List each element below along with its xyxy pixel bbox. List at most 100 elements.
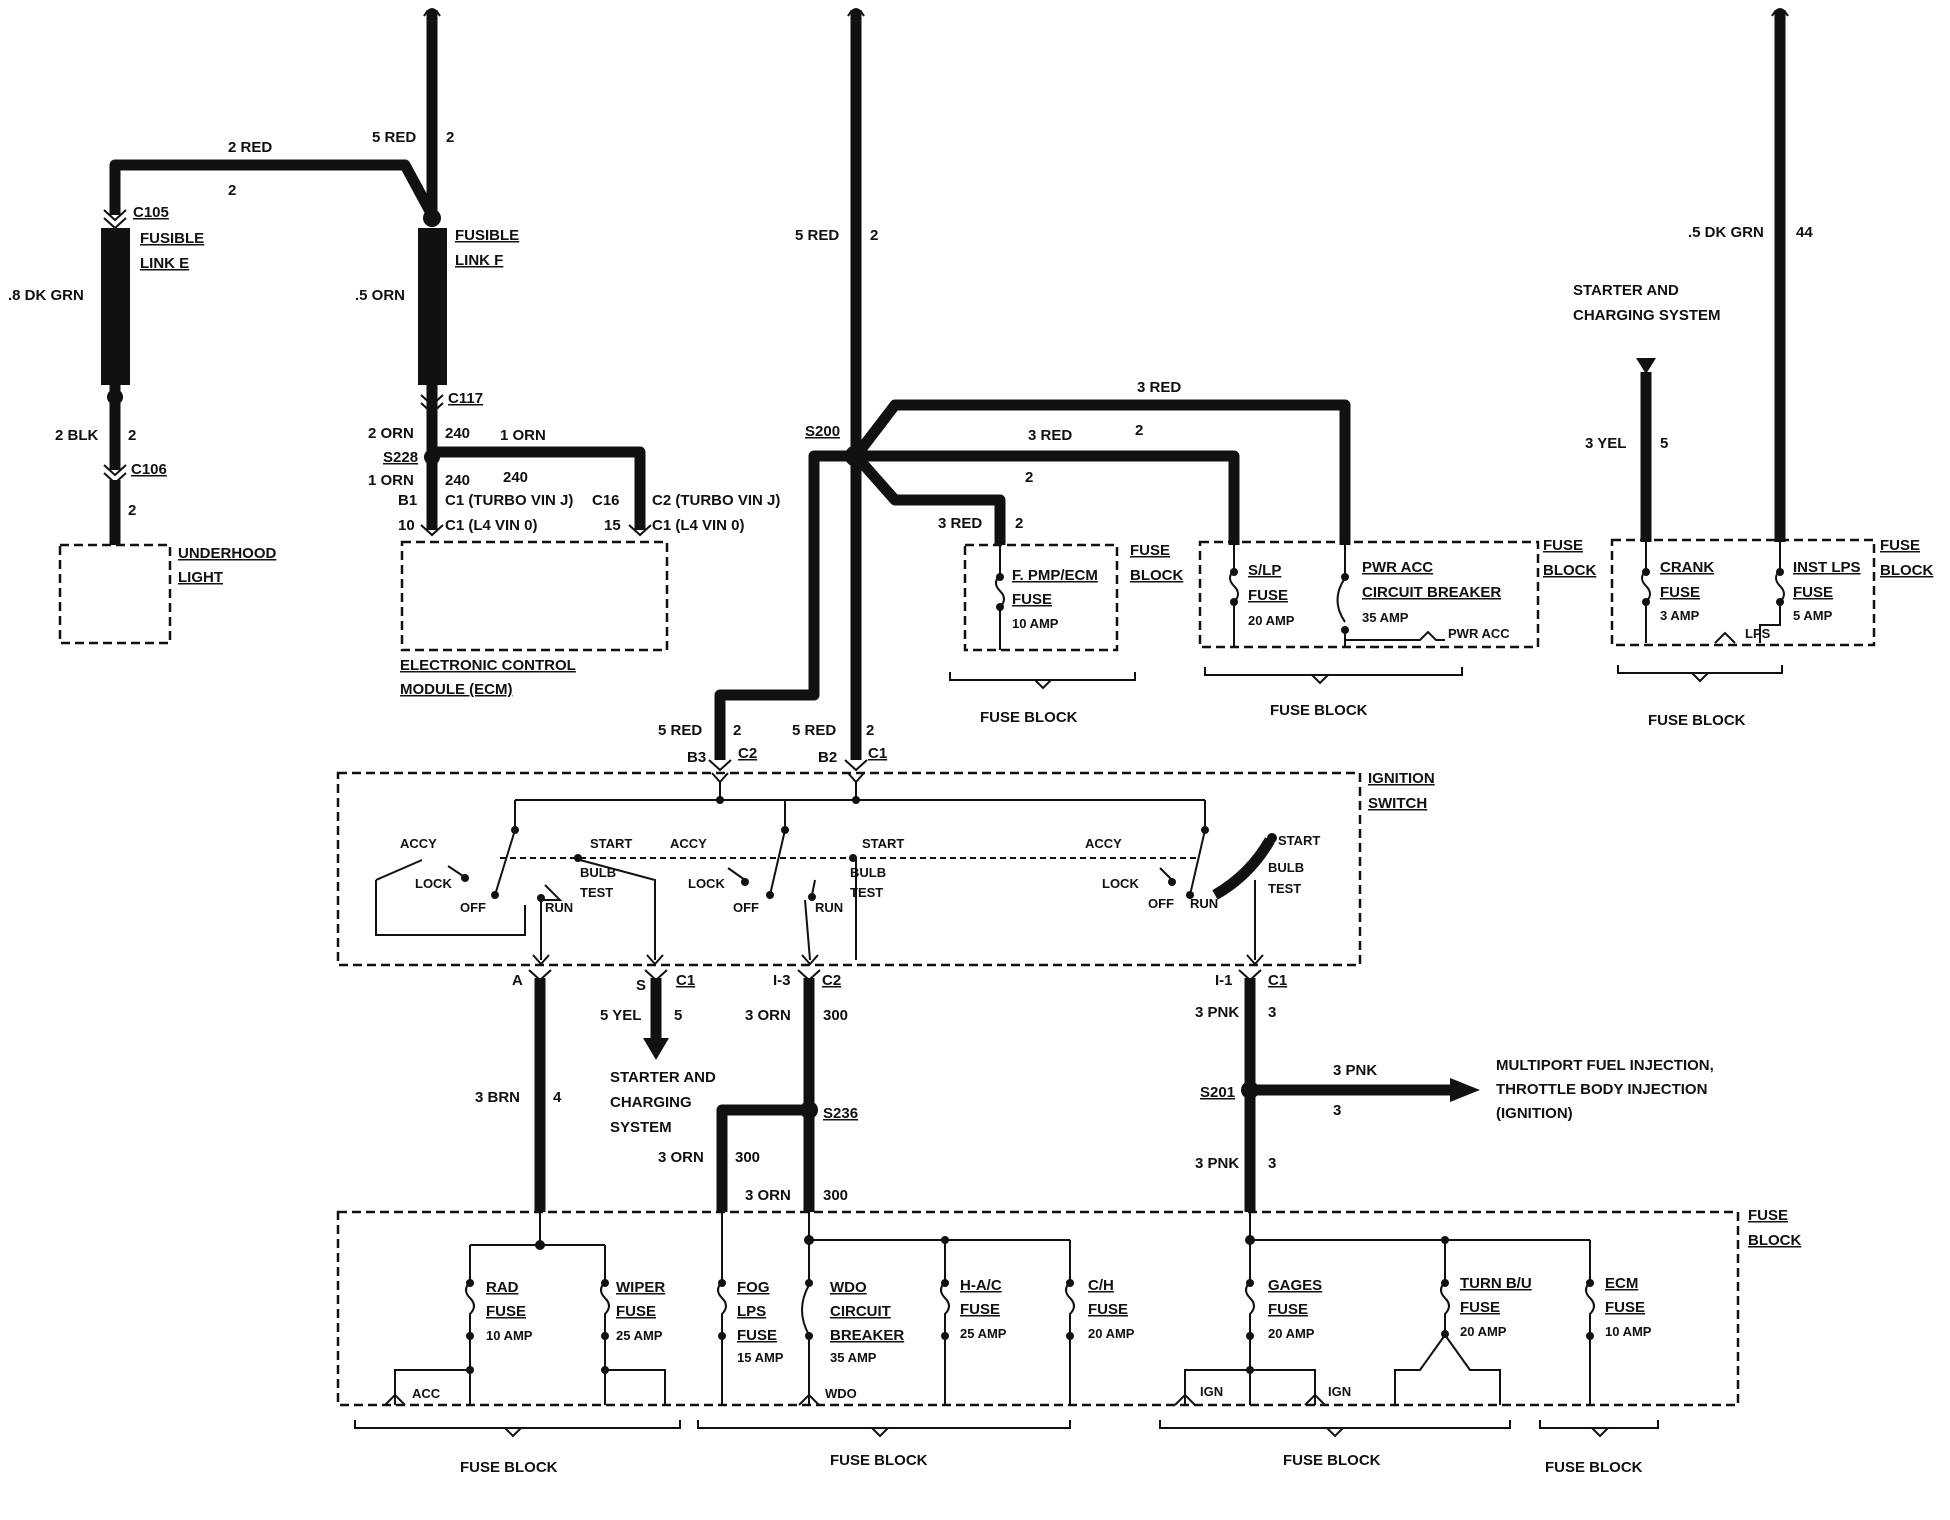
- label-rad-fuse: FUSE: [486, 1303, 526, 1320]
- label-3-orn-c: 3 ORN: [745, 1187, 791, 1204]
- label-turn-fuse: FUSE: [1460, 1299, 1500, 1316]
- label-1-orn-top: 1 ORN: [500, 427, 546, 444]
- label-fuse-block-bottom-1: FUSE BLOCK: [460, 1459, 558, 1476]
- starter-yel-wire: [1636, 358, 1656, 542]
- fuse-block-b-bracket: [1204, 667, 1463, 685]
- pwr-acc-circuit-breaker: [1336, 545, 1445, 647]
- label-c1-l4-b: C1 (L4 VIN 0): [652, 517, 745, 534]
- label-s236: S236: [823, 1105, 858, 1122]
- label-fog-amp: 15 AMP: [737, 1350, 784, 1365]
- label-2-red: 2 RED: [228, 139, 272, 156]
- label-off-1: OFF: [460, 900, 486, 915]
- label-pin-10: 10: [398, 517, 415, 534]
- label-lock-1: LOCK: [415, 876, 452, 891]
- label-pin-i1-c1: C1: [1268, 972, 1287, 989]
- label-sw-5-red-b-num: 2: [866, 722, 874, 739]
- label-charging-top: CHARGING SYSTEM: [1573, 307, 1721, 324]
- label-1-orn-top-num: 240: [503, 469, 528, 486]
- label-5-dk-grn: .5 DK GRN: [1688, 224, 1764, 241]
- label-accy-2: ACCY: [670, 836, 707, 851]
- label-pin-s-c1: C1: [676, 972, 695, 989]
- label-3-red-low-num: 2: [1015, 515, 1023, 532]
- label-ecm: ELECTRONIC CONTROL: [400, 657, 576, 674]
- label-center-5-red: 5 RED: [795, 227, 839, 244]
- label-c16: C16: [592, 492, 620, 509]
- label-ecm-2: MODULE (ECM): [400, 681, 513, 698]
- fuse-block-c-box: [1610, 538, 1876, 647]
- label-fusible-link-f: FUSIBLE: [455, 227, 519, 244]
- label-fuse-block-bottom-3: FUSE BLOCK: [1283, 1452, 1381, 1469]
- label-s201: S201: [1200, 1084, 1235, 1101]
- label-inst-lps-amp: 5 AMP: [1793, 608, 1833, 623]
- label-test-2: TEST: [850, 885, 883, 900]
- label-2-orn: 2 ORN: [368, 425, 414, 442]
- label-fuse-block-d: FUSE: [1748, 1207, 1788, 1224]
- fuse-block-a-bracket: [949, 672, 1136, 690]
- label-hac-amp: 25 AMP: [960, 1326, 1007, 1341]
- label-c106-num: 2: [128, 502, 136, 519]
- label-run-3: RUN: [1190, 896, 1218, 911]
- label-3-pnk-right: 3 PNK: [1333, 1062, 1377, 1079]
- underhood-light-box: [58, 543, 172, 645]
- dk-grn-feed-wire: [1771, 8, 1789, 542]
- label-accy-1: ACCY: [400, 836, 437, 851]
- label-wire-2: 2: [1025, 469, 1033, 486]
- fuse-block-a-box: [963, 543, 1119, 652]
- bottom-brackets: [354, 1420, 1659, 1438]
- label-sw-c1: C1: [868, 745, 887, 762]
- label-bulb-3: BULB: [1268, 860, 1304, 875]
- center-feed-wire: [708, 8, 1351, 772]
- feed-wire-5-red: [423, 8, 441, 215]
- label-2-blk-num: 2: [128, 427, 136, 444]
- label-s200: S200: [805, 423, 840, 440]
- label-5-orn: .5 ORN: [355, 287, 405, 304]
- label-5-yel: 5 YEL: [600, 1007, 641, 1024]
- label-fuse-block-b-bottom: FUSE BLOCK: [1270, 702, 1368, 719]
- label-starter-top: STARTER AND: [1573, 282, 1679, 299]
- label-pin-i3-c2: C2: [822, 972, 841, 989]
- label-ecm-amp: 10 AMP: [1605, 1324, 1652, 1339]
- label-sw-c2: C2: [738, 745, 757, 762]
- label-3-pnk-b: 3 PNK: [1195, 1155, 1239, 1172]
- label-fuse-block-bottom-4: FUSE BLOCK: [1545, 1459, 1643, 1476]
- label-fusible-link-e: FUSIBLE: [140, 230, 204, 247]
- label-turn-amp: 20 AMP: [1460, 1324, 1507, 1339]
- label-2-red-num: 2: [228, 182, 236, 199]
- label-tbi: THROTTLE BODY INJECTION: [1496, 1081, 1707, 1098]
- label-3-red-mid-num: 2: [1135, 422, 1143, 439]
- label-3-brn: 3 BRN: [475, 1089, 520, 1106]
- label-5-red: 5 RED: [372, 129, 416, 146]
- label-f-pmp-fuse: FUSE: [1012, 591, 1052, 608]
- ignition-switch-box: [336, 771, 1362, 967]
- label-sw-5-red-a: 5 RED: [658, 722, 702, 739]
- label-pwr-acc-amp: 35 AMP: [1362, 610, 1409, 625]
- label-c1-turbo: C1 (TURBO VIN J): [445, 492, 573, 509]
- label-off-3: OFF: [1148, 896, 1174, 911]
- fuse-block-c-bracket: [1617, 665, 1783, 683]
- label-test-3: TEST: [1268, 881, 1301, 896]
- label-ignition-paren: (IGNITION): [1496, 1105, 1573, 1122]
- label-pin-i3: I-3: [773, 972, 791, 989]
- label-3-pnk-a-num: 3: [1268, 1004, 1276, 1021]
- label-rad: RAD: [486, 1279, 519, 1296]
- label-lock-2: LOCK: [688, 876, 725, 891]
- crank-fuse: [1641, 542, 1651, 643]
- label-5-red-num: 2: [446, 129, 454, 146]
- label-3-pnk-b-num: 3: [1268, 1155, 1276, 1172]
- label-bulb-2: BULB: [850, 865, 886, 880]
- label-underhood: UNDERHOOD: [178, 545, 277, 562]
- label-inst-lps-fuse: FUSE: [1793, 584, 1833, 601]
- label-pin-a: A: [512, 972, 523, 989]
- label-1-orn: 1 ORN: [368, 472, 414, 489]
- bottom-fuse-circuits: [384, 1212, 1595, 1406]
- label-ignition-switch: SWITCH: [1368, 795, 1427, 812]
- label-8-dk-grn: .8 DK GRN: [8, 287, 84, 304]
- label-pin-i1: I-1: [1215, 972, 1233, 989]
- label-wdo-circuit: CIRCUIT: [830, 1303, 891, 1320]
- label-wdo-amp: 35 AMP: [830, 1350, 877, 1365]
- label-crank-amp: 3 AMP: [1660, 608, 1700, 623]
- label-gages-fuse: FUSE: [1268, 1301, 1308, 1318]
- label-fuse-block-b: FUSE: [1543, 537, 1583, 554]
- label-3-yel-num: 5: [1660, 435, 1668, 452]
